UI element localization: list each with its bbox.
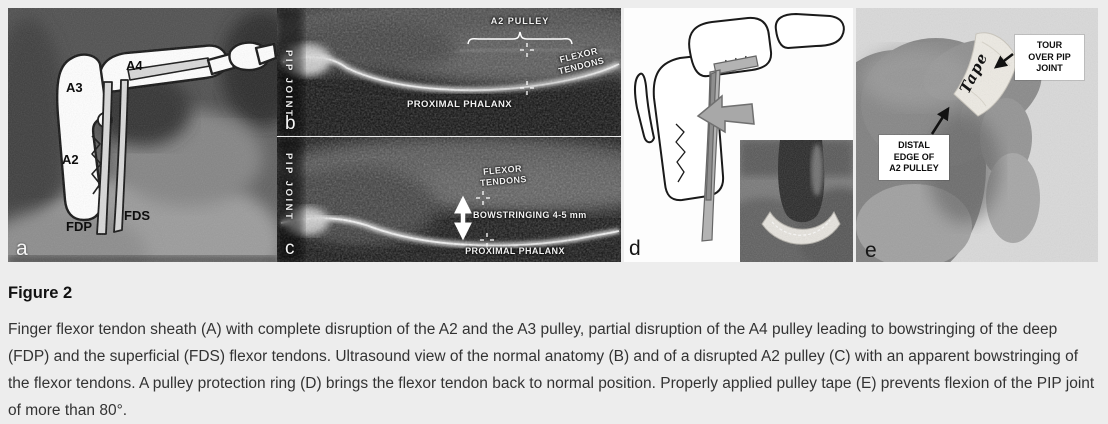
figure-caption: Figure 2 Finger flexor tendon sheath (A)… xyxy=(8,284,1102,424)
label-bowstringing: BOWSTRINGING 4-5 mm xyxy=(473,210,587,220)
sheath-zigzag xyxy=(675,123,686,183)
panel-e-photo xyxy=(856,8,1098,262)
label-fds-tendon: FDS xyxy=(124,208,150,223)
panel-c-ultrasound-disrupted: PIP JOINT FLEXOR TENDONS BOWSTRINGING 4-… xyxy=(277,137,621,262)
distal-label-arrow xyxy=(930,106,950,135)
reduction-arrow xyxy=(696,94,755,134)
panel-letter-b: b xyxy=(285,113,296,134)
ring-photo-inset xyxy=(740,140,853,262)
caliper-cross-top xyxy=(520,43,534,57)
caliper-cross-top xyxy=(476,191,490,205)
a2-pulley-brace xyxy=(467,31,573,45)
label-a4-pulley: A4 xyxy=(126,58,143,73)
panel-letter-c: c xyxy=(285,238,295,259)
label-distal-edge-a2-pulley: DISTAL EDGE OF A2 PULLEY xyxy=(879,135,949,180)
panel-e-pulley-tape-photo: Tape TOUR OVER PIP JOINT DISTAL EDGE OF … xyxy=(856,8,1098,262)
label-a2-pulley-us: A2 PULLEY xyxy=(490,16,550,26)
caliper-cross-bottom xyxy=(480,233,494,247)
panel-d-illustration xyxy=(634,13,853,262)
panel-b-ultrasound-normal: PIP JOINT A2 PULLEY FLEXOR TENDONS PROXI… xyxy=(277,8,621,136)
proximal-sheath xyxy=(652,55,725,202)
tour-label-arrow xyxy=(993,52,1014,69)
panel-letter-a: a xyxy=(16,237,28,260)
pip-joint-side-label-c: PIP JOINT xyxy=(283,153,294,222)
label-proximal-phalanx-c: PROXIMAL PHALANX xyxy=(465,246,565,256)
figure-2-image: A4 A3 A2 FDP FDS a xyxy=(8,8,1098,262)
label-proximal-phalanx-b: PROXIMAL PHALANX xyxy=(407,99,512,110)
panel-letter-e: e xyxy=(865,239,877,262)
panel-a-illustration xyxy=(8,8,277,262)
caliper-cross-bottom xyxy=(520,81,534,95)
figure-caption-text: Finger flexor tendon sheath (A) with com… xyxy=(8,321,1095,419)
label-a3-pulley: A3 xyxy=(66,80,83,95)
panel-c-ultrasound xyxy=(277,137,621,262)
pip-joint-side-label-b: PIP JOINT xyxy=(283,50,294,119)
panel-a-anatomy-drawing: A4 A3 A2 FDP FDS a xyxy=(8,8,277,262)
label-tour-over-pip-joint: TOUR OVER PIP JOINT xyxy=(1015,35,1084,80)
panel-d-protection-ring: d xyxy=(624,8,853,262)
panel-letter-d: d xyxy=(629,237,641,260)
label-fdp-tendon: FDP xyxy=(66,219,92,234)
figure-title: Figure 2 xyxy=(8,284,73,302)
label-a2-pulley-drawing: A2 xyxy=(62,152,79,167)
panel-b-ultrasound xyxy=(277,8,621,136)
